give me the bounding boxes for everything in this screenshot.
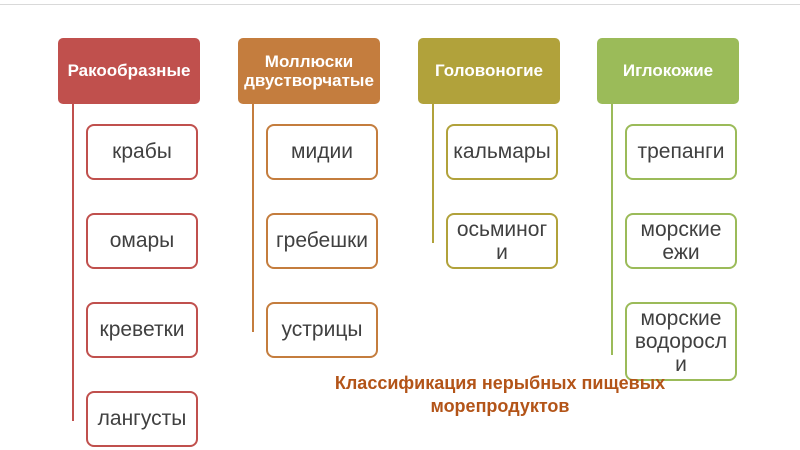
category-column-bivalves: Моллюски двустворчатые мидии гребешки ус… — [238, 38, 380, 358]
connector-line — [252, 102, 254, 332]
category-items: крабы омары креветки лангусты — [86, 104, 198, 447]
category-column-crustaceans: Ракообразные крабы омары креветки лангус… — [58, 38, 200, 447]
category-items: мидии гребешки устрицы — [266, 104, 378, 358]
category-item: мидии — [266, 124, 378, 180]
category-header: Иглокожие — [597, 38, 739, 104]
category-column-cephalopods: Головоногие кальмары осьминоги — [418, 38, 560, 270]
connector-line — [432, 102, 434, 244]
category-header: Ракообразные — [58, 38, 200, 104]
category-item: осьминоги — [446, 213, 558, 270]
connector-line — [611, 102, 613, 356]
category-item: морские водоросли — [625, 302, 737, 382]
category-item: трепанги — [625, 124, 737, 180]
category-header: Моллюски двустворчатые — [238, 38, 380, 104]
category-item: лангусты — [86, 391, 198, 447]
diagram-title: Классификация нерыбных пищевых морепроду… — [334, 373, 666, 416]
category-item: морские ежи — [625, 213, 737, 270]
category-column-echinoderms: Иглокожие трепанги морские ежи морские в… — [597, 38, 739, 382]
connector-line — [72, 102, 74, 421]
category-item: креветки — [86, 302, 198, 358]
top-divider — [0, 4, 800, 5]
category-items: кальмары осьминоги — [446, 104, 558, 270]
category-item: кальмары — [446, 124, 558, 180]
category-item: омары — [86, 213, 198, 269]
category-item: крабы — [86, 124, 198, 180]
category-header: Головоногие — [418, 38, 560, 104]
category-item: гребешки — [266, 213, 378, 269]
category-items: трепанги морские ежи морские водоросли — [625, 104, 737, 382]
category-item: устрицы — [266, 302, 378, 358]
